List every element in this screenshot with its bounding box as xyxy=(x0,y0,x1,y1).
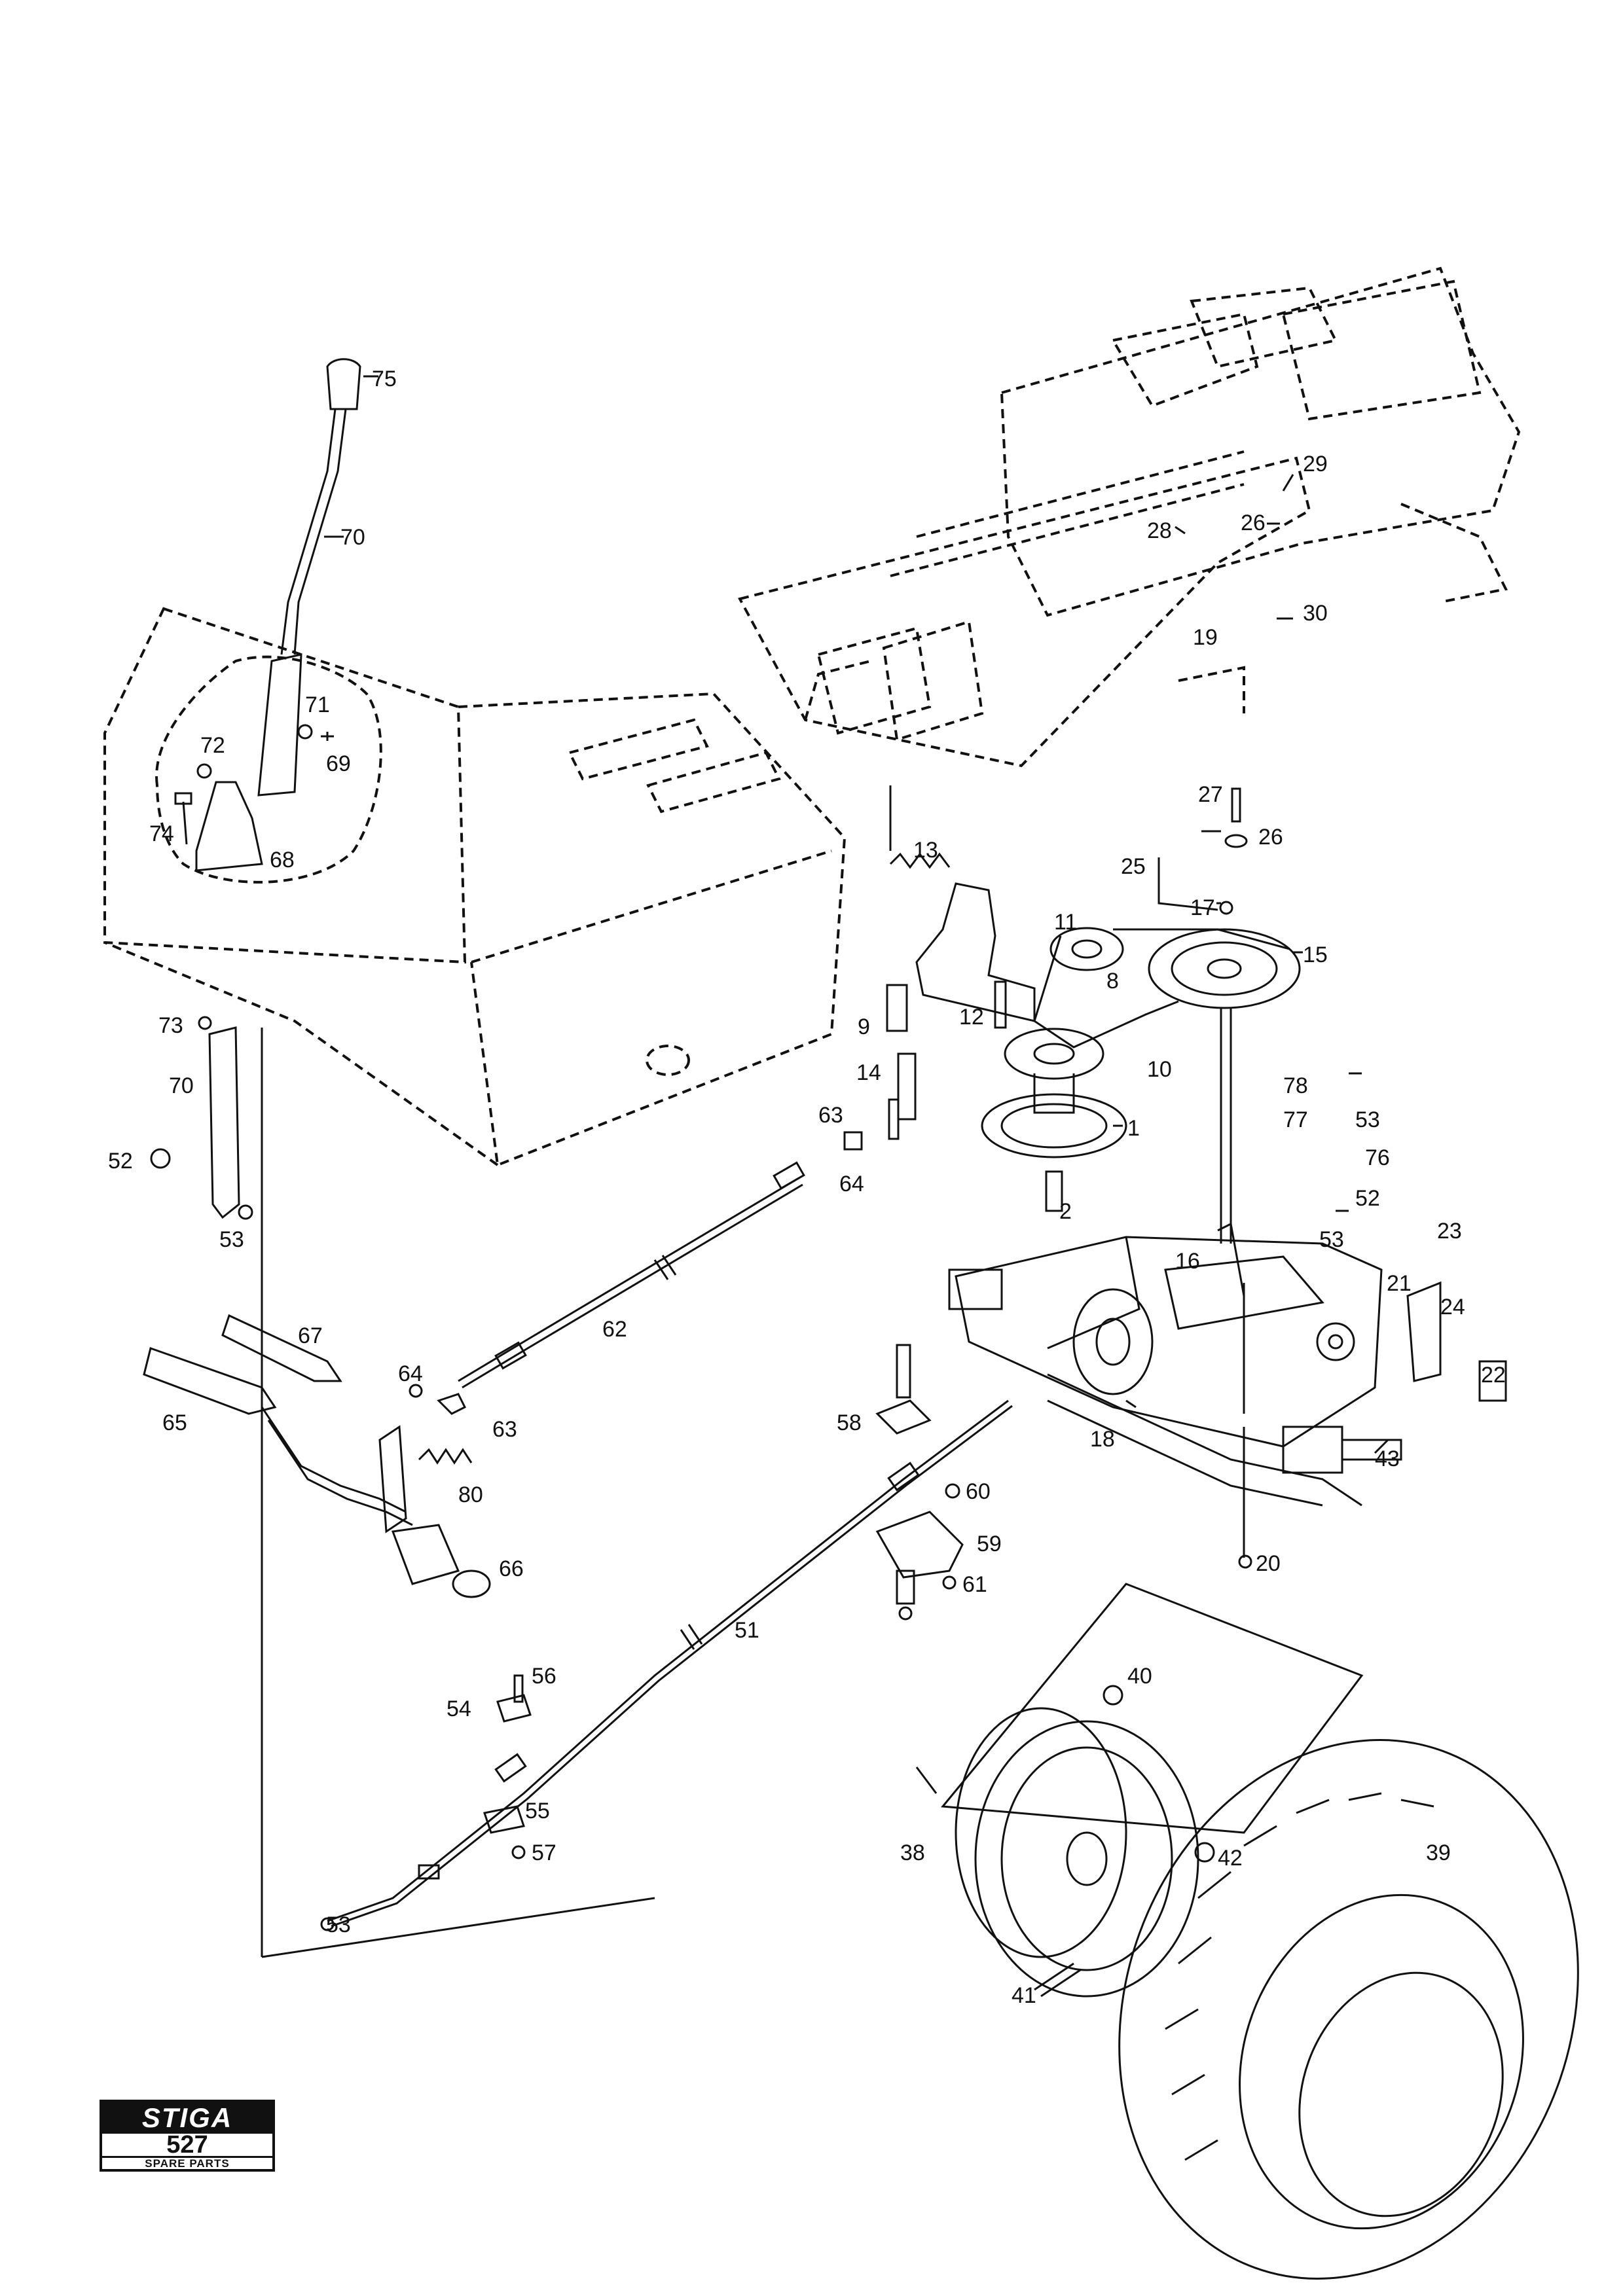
part-label: 67 xyxy=(298,1323,323,1348)
part-label: 55 xyxy=(525,1799,550,1823)
part-label: 69 xyxy=(326,751,351,776)
part-label: 23 xyxy=(1437,1219,1462,1244)
spring-bracket-group xyxy=(886,785,1036,1121)
part-label: 64 xyxy=(398,1361,423,1386)
part-label: 70 xyxy=(340,525,365,550)
part-label: 53 xyxy=(326,1912,351,1937)
chassis-frame xyxy=(738,266,1521,768)
part-label: 20 xyxy=(1256,1551,1281,1576)
callout-leaders xyxy=(324,375,1389,1454)
part-label: 53 xyxy=(1355,1107,1380,1132)
part-label: 42 xyxy=(1218,1846,1243,1871)
part-label: 53 xyxy=(1319,1227,1344,1252)
part-label: 70 xyxy=(169,1073,194,1098)
part-label: 2 xyxy=(1059,1199,1072,1224)
part-label: 52 xyxy=(1355,1186,1380,1211)
part-label: 66 xyxy=(499,1556,524,1581)
part-label: 27 xyxy=(1198,782,1223,807)
part-label: 63 xyxy=(492,1417,517,1442)
part-label: 12 xyxy=(959,1005,984,1030)
part-label: 77 xyxy=(1283,1107,1308,1132)
part-label: 26 xyxy=(1241,511,1266,535)
part-label: 29 xyxy=(1303,452,1328,476)
part-label: 16 xyxy=(1175,1249,1200,1274)
part-label: 51 xyxy=(735,1618,759,1643)
part-label: 74 xyxy=(149,821,174,846)
part-labels: 75 70 71 72 69 74 68 29 28 26 30 19 13 2… xyxy=(108,367,1506,2008)
part-label: 57 xyxy=(532,1840,556,1865)
part-label: 52 xyxy=(108,1149,133,1174)
part-label: 39 xyxy=(1426,1840,1451,1865)
part-label: 56 xyxy=(532,1664,556,1689)
brake-brackets xyxy=(875,1344,964,1621)
pulley-belt-assembly xyxy=(981,787,1301,1244)
part-label: 64 xyxy=(839,1172,864,1196)
part-label: 68 xyxy=(270,848,295,872)
part-label: 40 xyxy=(1127,1664,1152,1689)
part-label: 59 xyxy=(977,1532,1002,1556)
part-label: 78 xyxy=(1283,1073,1308,1098)
part-label: 15 xyxy=(1303,942,1328,967)
part-label: 76 xyxy=(1365,1145,1390,1170)
part-label: 30 xyxy=(1303,601,1328,626)
part-label: 58 xyxy=(837,1410,862,1435)
part-label: 73 xyxy=(158,1013,183,1038)
part-label: 24 xyxy=(1440,1295,1465,1319)
logo-brand: STIGA xyxy=(102,2102,272,2134)
part-label: 10 xyxy=(1147,1057,1172,1082)
part-label: 72 xyxy=(200,733,225,758)
part-label: 28 xyxy=(1147,518,1172,543)
part-label: 62 xyxy=(602,1317,627,1342)
part-label: 80 xyxy=(458,1482,483,1507)
cable-62 xyxy=(458,1098,900,1389)
gear-lever-assembly xyxy=(174,358,361,872)
part-label: 26 xyxy=(1258,825,1283,850)
part-label: 11 xyxy=(1054,910,1077,935)
part-label: 53 xyxy=(219,1227,244,1252)
wheel-and-tire xyxy=(915,1583,1579,2280)
part-label: 71 xyxy=(305,692,330,717)
part-label: 14 xyxy=(856,1060,881,1085)
part-label: 21 xyxy=(1387,1271,1412,1296)
part-label: 17 xyxy=(1190,895,1215,920)
stiga-logo: STIGA 527 SPARE PARTS xyxy=(100,2100,275,2172)
part-label: 38 xyxy=(900,1840,925,1865)
body-hood xyxy=(103,607,847,1167)
part-label: 8 xyxy=(1106,969,1119,994)
part-label: 18 xyxy=(1090,1427,1115,1452)
cable-51 xyxy=(320,1399,1013,1931)
part-label: 19 xyxy=(1193,625,1218,650)
part-label: 60 xyxy=(966,1479,991,1504)
part-label: 75 xyxy=(372,367,397,391)
transmission-assembly xyxy=(948,1222,1507,1569)
part-label: 63 xyxy=(818,1103,843,1128)
part-label: 22 xyxy=(1481,1363,1506,1388)
lower-lever-bracket xyxy=(150,1016,655,1958)
part-label: 9 xyxy=(858,1014,870,1039)
logo-subtitle: SPARE PARTS xyxy=(102,2156,272,2170)
part-label: 41 xyxy=(1012,1983,1036,2008)
part-label: 25 xyxy=(1121,854,1146,879)
part-label: 65 xyxy=(162,1410,187,1435)
part-label: 1 xyxy=(1127,1116,1140,1141)
part-label: 54 xyxy=(447,1696,471,1721)
part-label: 43 xyxy=(1375,1446,1400,1471)
part-label: 61 xyxy=(962,1572,987,1597)
logo-model: 527 xyxy=(166,2131,208,2159)
part-label: 13 xyxy=(913,838,938,863)
pedal-assembly xyxy=(143,1314,491,1598)
